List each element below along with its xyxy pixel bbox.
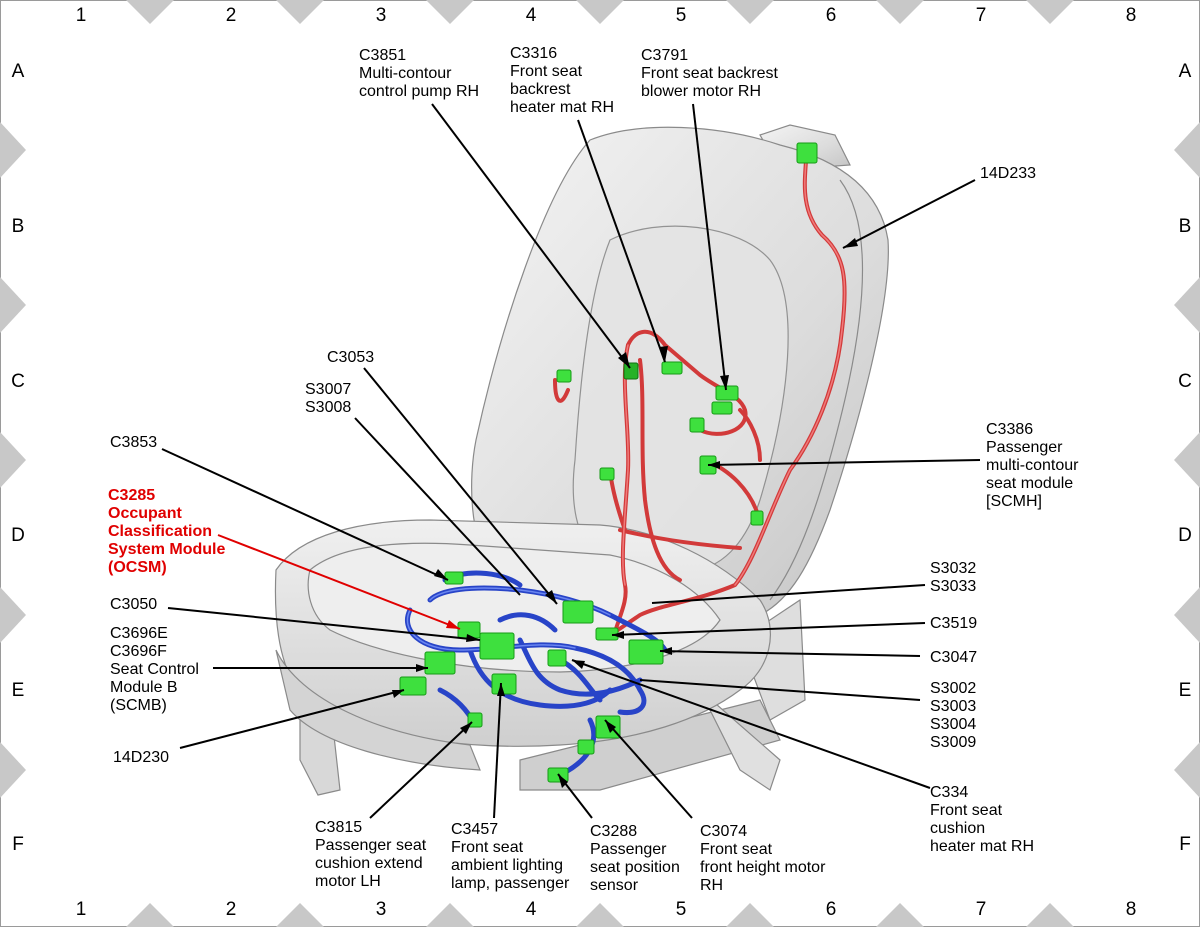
label-c334: C334 Front seat cushion heater mat RH [930,784,1034,855]
grid-row-left-d: D [11,525,25,546]
connector-c3316 [661,361,683,375]
connector-c3053 [562,600,594,624]
connector-c3047 [628,639,664,665]
connector-14d233 [796,142,818,164]
grid-row-right-f: F [1179,834,1191,855]
grid-row-right-e: E [1179,680,1192,701]
connector-aux-a [689,417,705,433]
connector-c3791-b [711,401,733,415]
connector-aux-d [577,739,595,755]
labels: C3851 Multi-contour control pump RH C331… [108,45,1083,894]
grid-row-left-e: E [12,680,25,701]
grid-col-bottom-4: 4 [526,899,537,920]
grid-col-bottom-6: 6 [826,899,837,920]
connector-aux-c [750,510,764,526]
grid-col-bottom-3: 3 [376,899,387,920]
label-s3007-s3008: S3007 S3008 [305,381,356,416]
grid-col-top-2: 2 [226,5,237,26]
connector-c3696 [424,651,456,675]
label-s3032-s3033: S3032 S3033 [930,560,981,595]
label-c3316: C3316 Front seat backrest heater mat RH [510,45,614,116]
connector-c3851 [623,362,639,380]
grid-labels: 1 2 3 4 5 6 7 8 1 2 3 4 5 6 7 8 A B C D … [11,5,1192,920]
label-c3285: C3285 Occupant Classification System Mod… [108,487,230,576]
label-c3074: C3074 Front seat front height motor RH [700,823,830,894]
label-c3815: C3815 Passenger seat cushion extend moto… [315,819,431,890]
label-c3853: C3853 [110,434,157,451]
grid-row-right-c: C [1178,371,1192,392]
grid-col-top-7: 7 [976,5,987,26]
grid-row-left-b: B [12,216,25,237]
grid-row-left-a: A [12,61,25,82]
label-c3519: C3519 [930,615,977,632]
grid-col-top-1: 1 [76,5,87,26]
connector-aux-b [599,467,615,481]
label-c3386: C3386 Passenger multi-contour seat modul… [986,421,1083,510]
connector-c3050 [479,632,515,660]
label-s3002-group: S3002 S3003 S3004 S3009 [930,680,981,751]
grid-col-top-5: 5 [676,5,687,26]
grid-col-bottom-7: 7 [976,899,987,920]
connectors [399,142,818,783]
leader-lines [161,103,981,819]
grid-col-bottom-1: 1 [76,899,87,920]
label-c3851: C3851 Multi-contour control pump RH [359,47,479,100]
label-14d233: 14D233 [980,165,1036,182]
grid-col-bottom-8: 8 [1126,899,1137,920]
connector-14d230 [399,676,427,696]
connector-s3002 [547,649,567,667]
label-14d230: 14D230 [113,749,169,766]
grid-row-right-b: B [1179,216,1192,237]
connector-c3851-aux [556,369,572,383]
connector-c3457 [491,673,517,695]
label-c3791: C3791 Front seat backrest blower motor R… [641,47,782,100]
connector-c3791 [715,385,739,401]
grid-col-top-3: 3 [376,5,387,26]
label-c3050: C3050 [110,596,157,613]
grid-row-left-c: C [11,371,25,392]
label-c3288: C3288 Passenger seat position sensor [590,823,684,894]
grid-col-top-8: 8 [1126,5,1137,26]
grid-col-bottom-2: 2 [226,899,237,920]
label-c3047: C3047 [930,649,977,666]
label-c3696-scmb: C3696E C3696F Seat Control Module B (SCM… [110,625,203,714]
grid-row-left-f: F [12,834,24,855]
label-c3457: C3457 Front seat ambient lighting lamp, … [451,821,570,892]
connector-c3853 [444,571,464,585]
grid-row-right-d: D [1178,525,1192,546]
grid-col-top-6: 6 [826,5,837,26]
grid-row-right-a: A [1179,61,1192,82]
grid-col-top-4: 4 [526,5,537,26]
label-c3053: C3053 [327,349,374,366]
grid-col-bottom-5: 5 [676,899,687,920]
